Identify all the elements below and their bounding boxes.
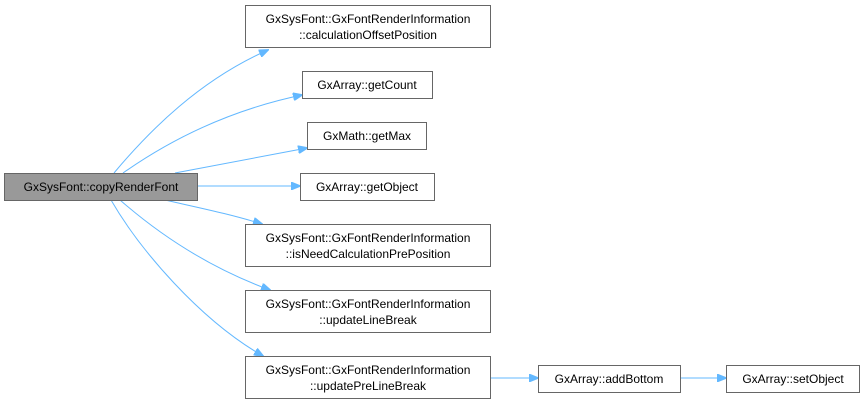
node-setObject[interactable]: GxArray::setObject xyxy=(726,365,860,393)
node-label: GxArray::setObject xyxy=(742,372,844,386)
node-label: GxMath::getMax xyxy=(323,129,411,143)
node-label: ::updatePreLineBreak xyxy=(310,379,427,393)
node-label: GxSysFont::copyRenderFont xyxy=(24,180,179,194)
edge-isNeedCalculationPrePosition xyxy=(164,199,262,224)
edges xyxy=(110,50,726,378)
node-addBottom[interactable]: GxArray::addBottom xyxy=(538,365,681,393)
edge-updateLineBreak xyxy=(119,199,270,290)
edge-updatePreLineBreak xyxy=(110,199,263,356)
node-updateLineBreak[interactable]: GxSysFont::GxFontRenderInformation ::upd… xyxy=(245,290,491,333)
node-updatePreLineBreak[interactable]: GxSysFont::GxFontRenderInformation ::upd… xyxy=(245,356,491,399)
node-isNeedCalculationPrePosition[interactable]: GxSysFont::GxFontRenderInformation ::isN… xyxy=(245,224,491,267)
edge-getCount xyxy=(122,95,302,174)
node-getObject[interactable]: GxArray::getObject xyxy=(300,173,435,201)
node-label: GxArray::getCount xyxy=(317,78,417,92)
node-label: GxSysFont::GxFontRenderInformation xyxy=(266,363,471,377)
node-getCount[interactable]: GxArray::getCount xyxy=(302,71,433,99)
node-label: GxSysFont::GxFontRenderInformation xyxy=(266,297,471,311)
node-calculationOffsetPosition[interactable]: GxSysFont::GxFontRenderInformation ::cal… xyxy=(245,5,491,48)
node-label: GxSysFont::GxFontRenderInformation xyxy=(266,231,471,245)
node-label: ::updateLineBreak xyxy=(319,313,417,327)
node-label: GxSysFont::GxFontRenderInformation xyxy=(266,12,471,26)
node-label: ::isNeedCalculationPrePosition xyxy=(286,247,451,261)
node-label: ::calculationOffsetPosition xyxy=(299,28,437,42)
node-label: GxArray::addBottom xyxy=(555,372,664,386)
node-label: GxArray::getObject xyxy=(316,180,419,194)
node-getMax[interactable]: GxMath::getMax xyxy=(307,122,427,150)
node-root[interactable]: GxSysFont::copyRenderFont xyxy=(4,173,198,201)
edge-getMax xyxy=(174,148,307,174)
edge-calculationOffsetPosition xyxy=(113,50,268,174)
